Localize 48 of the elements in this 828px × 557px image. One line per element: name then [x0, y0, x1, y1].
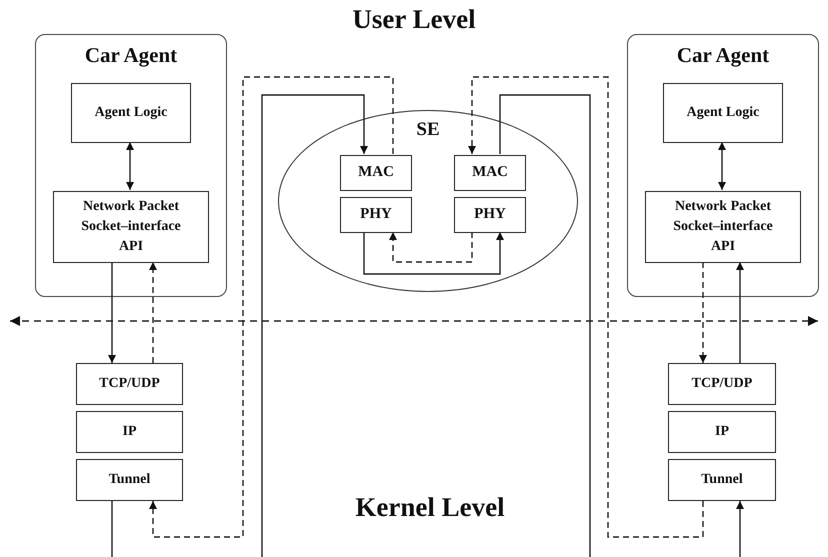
box-label: Agent Logic [94, 104, 168, 122]
box-label: Network Packet Socket–interface API [80, 198, 182, 256]
box-label: IP [122, 422, 136, 441]
arrow [126, 142, 134, 190]
box-label: Tunnel [701, 470, 743, 489]
arrow [389, 232, 473, 263]
layer-box [668, 363, 776, 405]
layer-box [76, 363, 183, 405]
arrow [108, 262, 116, 363]
layer-box [340, 197, 412, 233]
layer-box [663, 83, 783, 143]
arrow [468, 76, 704, 538]
arrow [149, 76, 394, 538]
box-label: PHY [474, 205, 506, 224]
arrow [736, 501, 744, 557]
arrow [718, 142, 726, 190]
layer-box [76, 411, 183, 453]
arrow [363, 232, 504, 275]
layer-box [71, 83, 191, 143]
box-label: IP [715, 422, 729, 441]
box-label: TCP/UDP [692, 374, 752, 393]
layer-box [53, 191, 209, 263]
level-label: Kernel Level [355, 492, 505, 523]
box-label: MAC [358, 163, 394, 182]
arrow [261, 94, 368, 557]
box-label: Network Packet Socket–interface API [672, 198, 774, 256]
layer-box [668, 459, 776, 501]
arrow [736, 262, 744, 363]
box-label: TCP/UDP [99, 374, 160, 393]
box-label: MAC [472, 163, 508, 182]
layer-box [454, 197, 526, 233]
box-label: Agent Logic [686, 104, 760, 122]
layer-box [454, 155, 526, 191]
container-heading: Car Agent [84, 43, 178, 68]
agent-container [627, 34, 819, 297]
layer-box [668, 411, 776, 453]
level-label: User Level [352, 4, 476, 35]
box-label: PHY [360, 205, 392, 224]
arrow [149, 262, 157, 363]
container-heading: Car Agent [676, 43, 770, 68]
container-heading: SE [416, 119, 440, 141]
layer-box [645, 191, 801, 263]
layer-box [76, 459, 183, 501]
box-label: Tunnel [108, 470, 150, 489]
layer-box [340, 155, 412, 191]
arrow [699, 262, 707, 363]
ellipse-node [278, 110, 578, 292]
agent-container [35, 34, 227, 297]
